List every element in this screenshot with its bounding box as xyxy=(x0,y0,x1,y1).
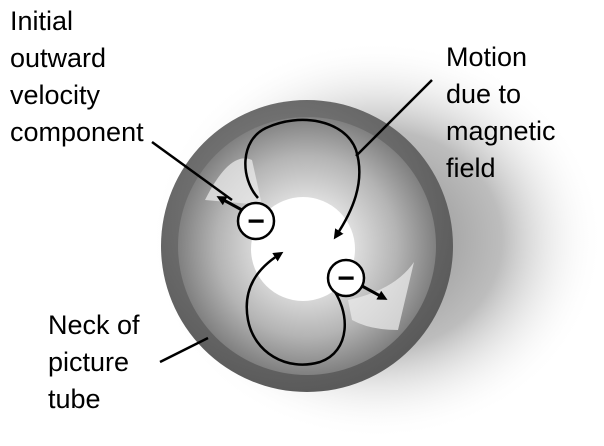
neck-label: Neck of picture tube xyxy=(48,310,147,414)
lower-velocity-arrow xyxy=(361,284,388,300)
lower-electron: − xyxy=(326,258,366,298)
upper-velocity-arrow xyxy=(216,196,243,212)
upper-trajectory-loop xyxy=(244,118,361,240)
magnetic-motion-label: Motion due to magnetic field xyxy=(446,42,563,183)
lower-trajectory-loop xyxy=(245,251,346,366)
initial-velocity-label: Initial outward velocity component xyxy=(10,6,144,147)
upper-left-streak xyxy=(205,158,262,205)
lower-electron-sign: − xyxy=(337,262,355,295)
magnetic-motion-leader xyxy=(355,79,433,157)
neck-leader xyxy=(159,336,209,364)
initial-velocity-leader xyxy=(151,140,233,202)
upper-electron-sign: − xyxy=(247,205,265,238)
upper-electron: − xyxy=(236,201,276,241)
